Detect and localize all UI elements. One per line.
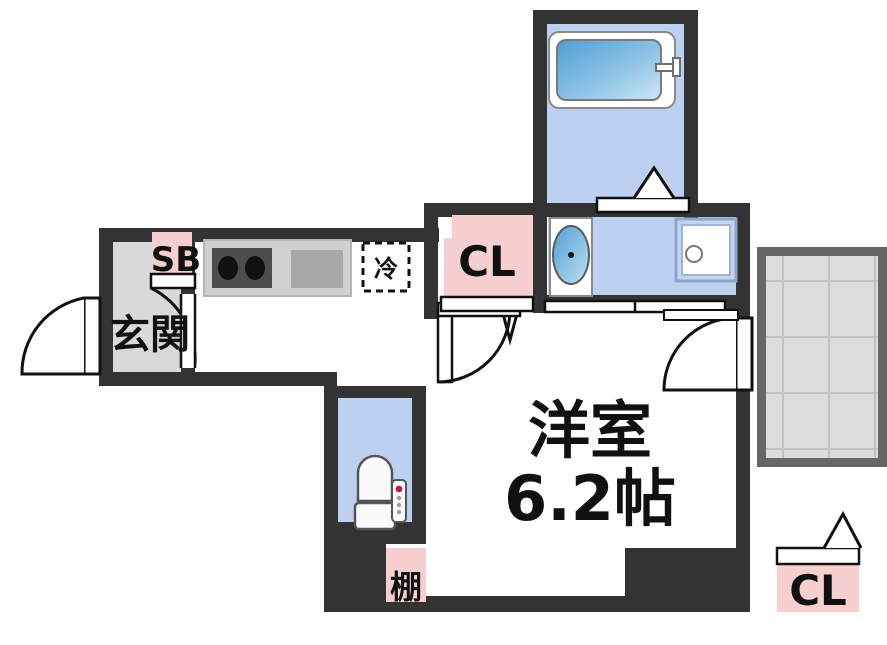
wall-room-right-lower [736, 467, 750, 612]
room-size-label: 6.2帖 [504, 462, 676, 535]
entrance-door[interactable] [20, 296, 102, 376]
closet-room-door-fold-marker [822, 510, 863, 549]
entrance-inner-door-jamb [179, 294, 197, 368]
balcony-surface [766, 256, 878, 458]
wall-room-bottom [324, 596, 750, 612]
closet-hall-door[interactable] [439, 295, 535, 313]
entrance-inner-door[interactable] [149, 272, 197, 368]
wall-bath-left [533, 10, 547, 218]
wall-toilet-top [324, 386, 426, 398]
entrance-door-leaf[interactable] [82, 296, 102, 376]
toilet-panel-dot-2-icon [396, 502, 402, 508]
closet-room-fill [777, 556, 859, 612]
doors [20, 165, 863, 566]
wall-washroom-top [424, 203, 750, 217]
closet-fills [152, 215, 859, 612]
closet-room-door-panel[interactable] [775, 546, 861, 566]
hall-to-room-door-marker [500, 309, 520, 346]
wall-hall-right-upper [424, 203, 438, 319]
closet-room-label: CL [789, 566, 847, 615]
balcony [757, 247, 887, 467]
washing-machine-door-icon [685, 245, 703, 263]
refrigerator-label: 冷 [374, 255, 398, 283]
stove-burner-left-icon [218, 256, 238, 280]
wall-toilet-right [412, 386, 426, 529]
hall-to-room-door-swing [437, 309, 512, 384]
entrance-door-swing [20, 296, 85, 376]
toilet-panel-button-icon [395, 485, 403, 493]
bathroom-door[interactable] [595, 165, 691, 214]
room-to-balcony-door[interactable] [662, 309, 754, 392]
washroom-door[interactable] [543, 299, 727, 314]
bathtub-faucet-base-icon [672, 57, 681, 77]
vanity-drain-icon [568, 252, 574, 258]
room-to-balcony-door-header [663, 309, 739, 321]
shoe-box-label: SB [151, 240, 201, 280]
refrigerator-space [361, 241, 411, 293]
stove-burner-right-icon [245, 256, 265, 280]
shelf-label: 棚 [390, 568, 422, 606]
shoe-box-fill [152, 232, 192, 274]
toilet-panel-dot-1-icon [396, 495, 402, 501]
wall-hall-bottom [99, 372, 337, 386]
room-to-balcony-door-leaf[interactable] [734, 316, 754, 392]
shelf-fill [386, 548, 426, 602]
closet-room-door[interactable] [775, 510, 863, 566]
bathroom-door-panel[interactable] [595, 196, 691, 214]
hall-to-room-door-leaf[interactable] [436, 308, 454, 384]
toilet-bowl [356, 454, 394, 503]
toilet-tank [353, 501, 397, 531]
entrance-label: 玄関 [110, 312, 190, 358]
closet-hall-door-panel[interactable] [439, 295, 535, 313]
toilet-control-panel [391, 479, 407, 523]
wall-toilet-bottom [324, 522, 426, 544]
wall-washroom-right [736, 203, 750, 321]
toilet-panel-dot-3-icon [396, 509, 402, 515]
wall-cl-right [533, 203, 547, 313]
closet-hall-label: CL [458, 237, 516, 286]
wall-entrance-left [99, 228, 113, 386]
bathroom-fixtures [548, 31, 681, 109]
kitchen-counter: 冷 [203, 239, 411, 297]
entrance-inner-door-leaf[interactable] [149, 272, 197, 290]
wall-bath-top [533, 10, 698, 24]
room-name-label: 洋室 [528, 394, 652, 467]
wall-bath-right [684, 10, 698, 218]
walls [99, 10, 750, 612]
wall-cl-nook [625, 548, 737, 598]
kitchen-sink [291, 250, 343, 288]
labels: SB 玄関 CL 棚 CL 洋室 6.2帖 [110, 237, 847, 615]
wall-shelf-left [324, 544, 386, 596]
bathroom-door-fold-marker [632, 165, 676, 199]
bathtub [556, 39, 662, 101]
entrance-inner-door-opening [181, 294, 195, 368]
closet-hall-fill [444, 215, 533, 297]
toilet-fixture [353, 454, 407, 531]
washroom-fixtures [549, 217, 738, 297]
